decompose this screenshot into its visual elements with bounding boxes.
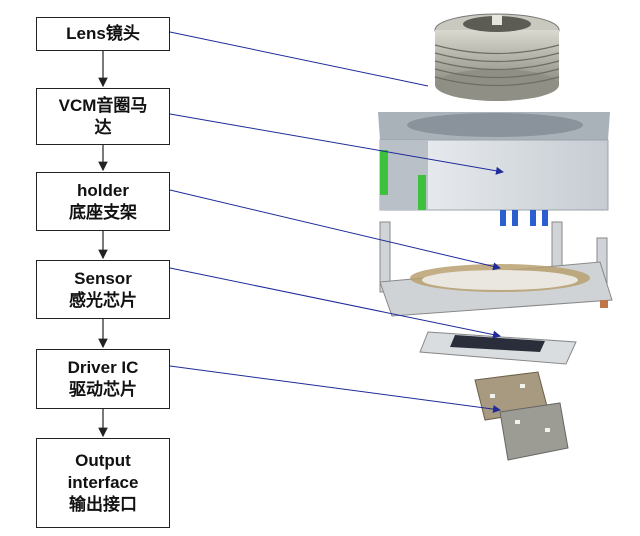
component-box-output-interface: Output interface 输出接口 xyxy=(36,438,170,528)
vcm-illustration xyxy=(378,112,610,226)
component-label: 达 xyxy=(94,117,112,137)
driver-ic-illustration xyxy=(474,371,569,461)
component-box-lens: Lens镜头 xyxy=(36,17,170,51)
component-label: Sensor xyxy=(74,268,132,288)
component-label: 输出接口 xyxy=(69,495,137,514)
holder-illustration xyxy=(379,221,613,317)
component-box-driver-ic: Driver IC 驱动芯片 xyxy=(36,349,170,409)
component-label: holder xyxy=(77,180,129,200)
component-label: interface xyxy=(67,473,139,492)
component-label: Lens镜头 xyxy=(66,24,140,43)
component-label: 驱动芯片 xyxy=(69,380,137,399)
component-label: 感光芯片 xyxy=(69,290,137,310)
pointer-holder xyxy=(162,184,501,271)
lens-illustration xyxy=(434,13,560,101)
component-box-sensor: Sensor 感光芯片 xyxy=(36,260,170,319)
pointer-vcm xyxy=(162,108,504,175)
component-label: Output xyxy=(75,451,131,470)
pointer-driver-ic xyxy=(162,361,501,414)
pointer-lens xyxy=(162,26,429,87)
component-label: 底座支架 xyxy=(69,202,137,222)
component-label: VCM音圈马 xyxy=(58,95,148,115)
component-box-holder: holder 底座支架 xyxy=(36,172,170,231)
sensor-illustration xyxy=(419,331,577,365)
component-label: Driver IC xyxy=(67,358,139,377)
pointer-sensor xyxy=(162,262,501,339)
component-box-vcm: VCM音圈马 达 xyxy=(36,88,170,145)
